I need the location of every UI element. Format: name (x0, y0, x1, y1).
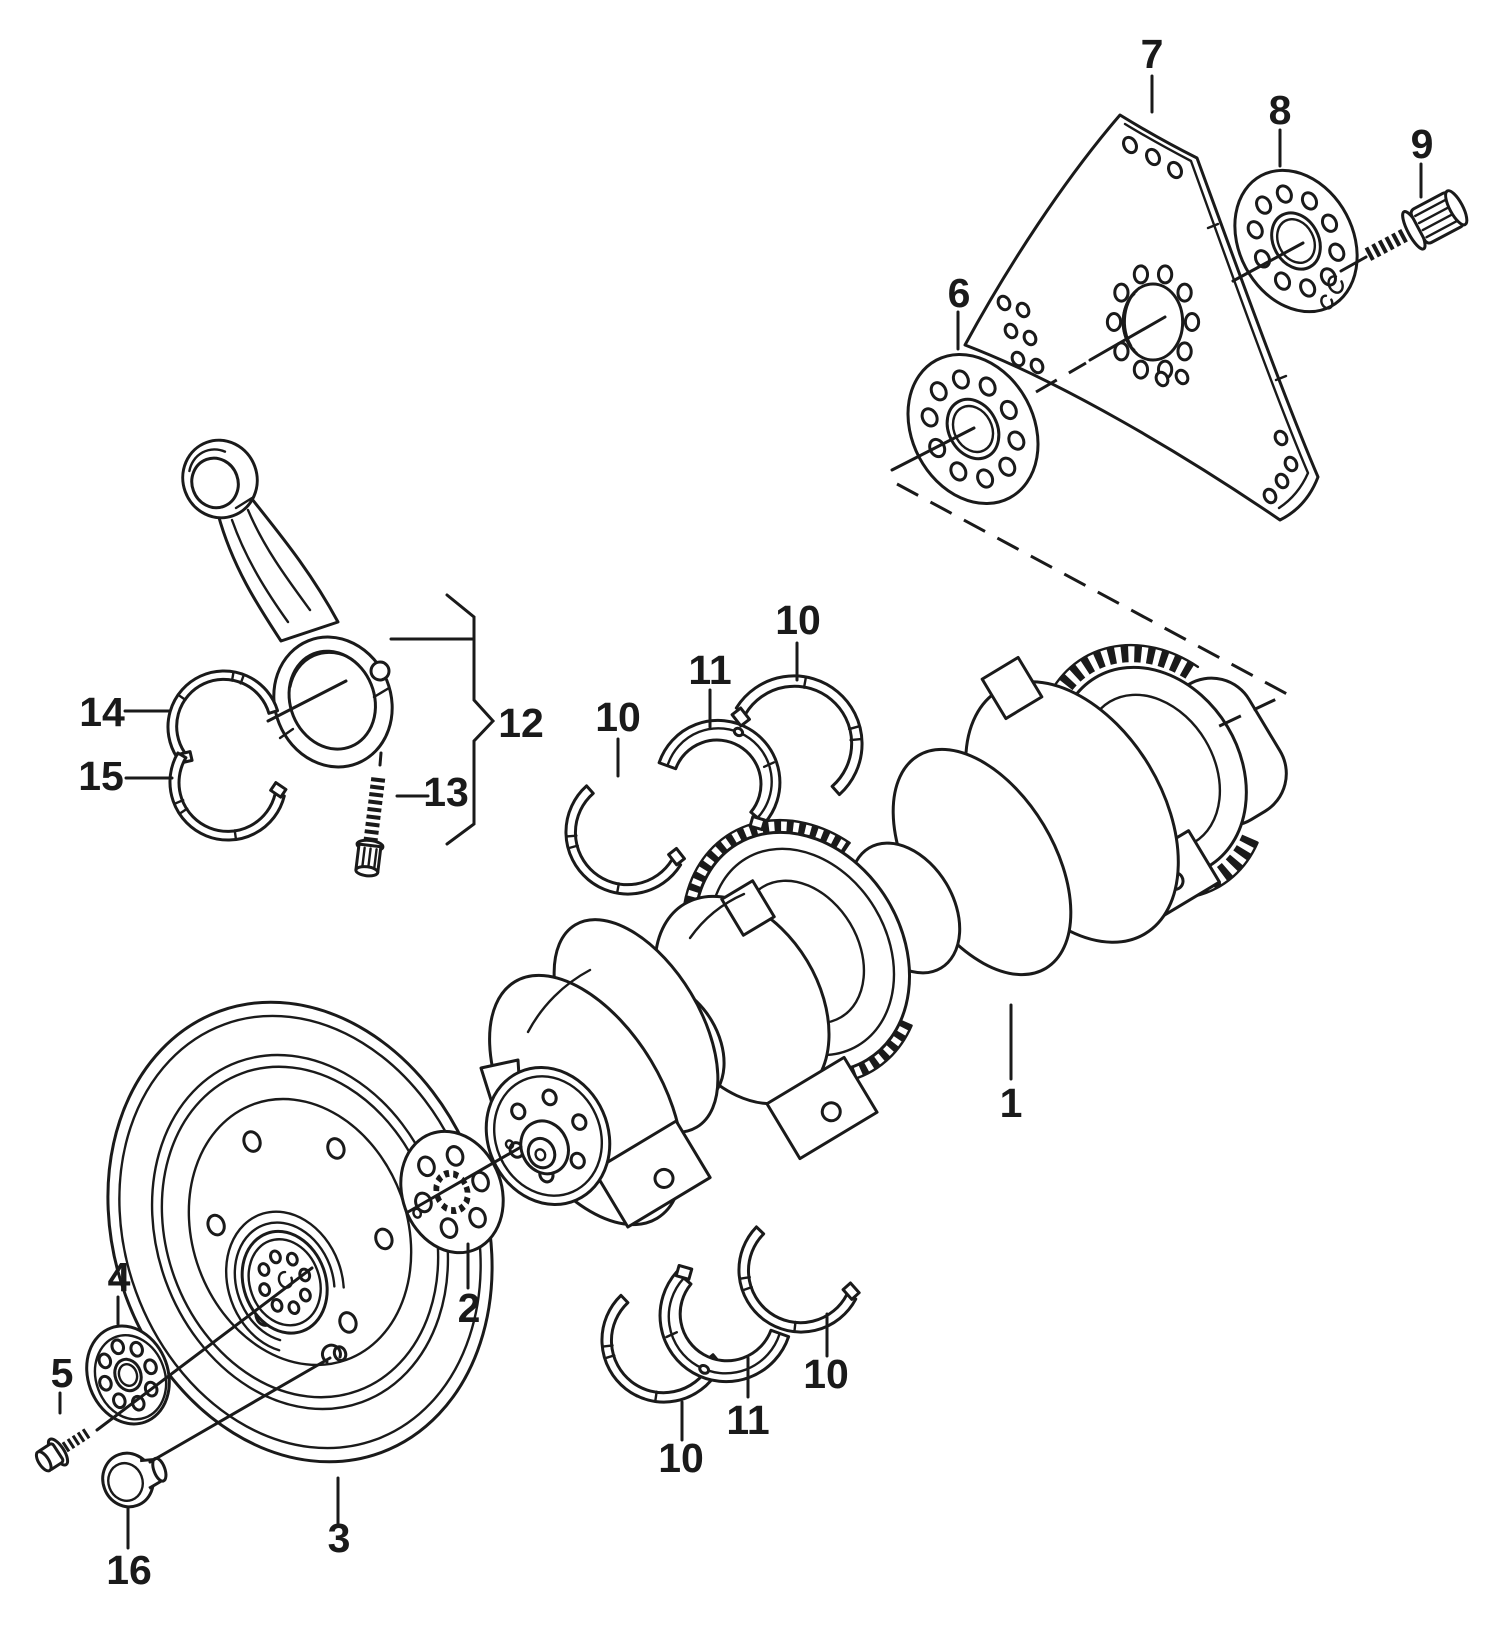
callout-5: 5 (51, 1350, 74, 1396)
callout-3: 3 (328, 1515, 351, 1561)
callout-10: 10 (775, 597, 821, 643)
spacer-disc-4 (73, 1314, 182, 1435)
callout-15: 15 (78, 753, 124, 799)
callout-7: 7 (1141, 31, 1164, 77)
crankshaft-front-flange (465, 1048, 632, 1225)
crankshaft-face-line (690, 894, 744, 938)
belt-pulley (45, 948, 555, 1517)
crankshaft-saddle-mid (767, 1057, 877, 1158)
crankshaft-web-notch (982, 657, 1042, 718)
callout-11: 11 (726, 1397, 769, 1443)
bracket-12 (445, 593, 496, 846)
connecting-rod (172, 430, 412, 785)
callouts: 1 2 3 4 5 6 7 8 9 10 11 10 10 11 10 12 1… (51, 31, 1434, 1593)
rod-big-end (254, 619, 411, 785)
callout-16: 16 (106, 1547, 152, 1593)
callout-13: 13 (423, 769, 469, 815)
callout-10: 10 (658, 1435, 704, 1481)
rod-seam (236, 498, 252, 508)
rod-bolt-hole (371, 662, 389, 680)
callout-8: 8 (1269, 87, 1292, 133)
drive-plate-bore (1107, 266, 1198, 378)
drive-plate-bolt-9 (1364, 186, 1472, 261)
callout-10: 10 (803, 1351, 849, 1397)
rod-cap-seam (374, 688, 389, 697)
rod-bolt-13 (353, 777, 386, 877)
callout-12: 12 (498, 700, 544, 746)
crankshaft-face-line (528, 970, 590, 1032)
crankshaft-saddle-front (594, 1121, 710, 1227)
callout-14: 14 (79, 689, 125, 735)
callout-6: 6 (948, 270, 971, 316)
rod-ibeam-line (248, 510, 310, 610)
callout-2: 2 (458, 1285, 481, 1331)
shim-disc-8 (1209, 147, 1383, 335)
leader-lines (58, 74, 1423, 1550)
washer-2 (384, 1117, 520, 1267)
callout-11: 11 (688, 647, 731, 693)
crankshaft-web-notch (722, 881, 774, 936)
drive-plate (965, 115, 1318, 520)
callout-9: 9 (1411, 121, 1434, 167)
rod-ibeam-line (232, 520, 288, 622)
rod-small-end (172, 430, 268, 529)
callout-4: 4 (108, 1254, 131, 1300)
callout-1: 1 (1000, 1080, 1023, 1126)
rod-cap-seam (280, 729, 293, 738)
callout-10: 10 (595, 694, 641, 740)
crankshaft (450, 610, 1303, 1258)
leader-hook (320, 1343, 342, 1364)
